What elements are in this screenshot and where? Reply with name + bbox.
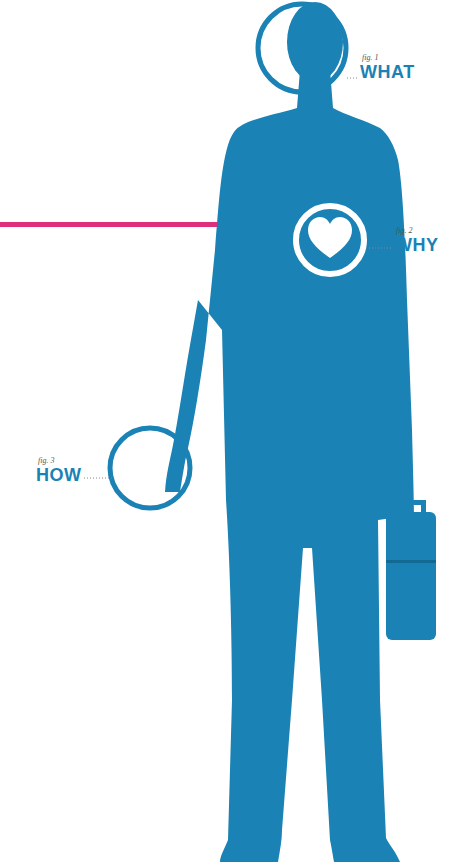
leader-line — [347, 78, 357, 79]
part-label: WHAT — [360, 62, 415, 82]
figure-number: fig. 1 — [362, 53, 378, 63]
leader-line — [84, 478, 112, 479]
pointer-line — [0, 222, 240, 227]
figure-number: fig. 2 — [396, 226, 412, 236]
silhouette — [165, 2, 436, 862]
heart-ring — [296, 206, 364, 274]
hand-ring — [110, 428, 190, 508]
heart-icon — [308, 217, 352, 258]
figure-number: fig. 3 — [38, 456, 54, 466]
leader-line — [366, 248, 392, 249]
part-label: HOW — [36, 465, 82, 485]
part-label: WHY — [395, 235, 439, 255]
